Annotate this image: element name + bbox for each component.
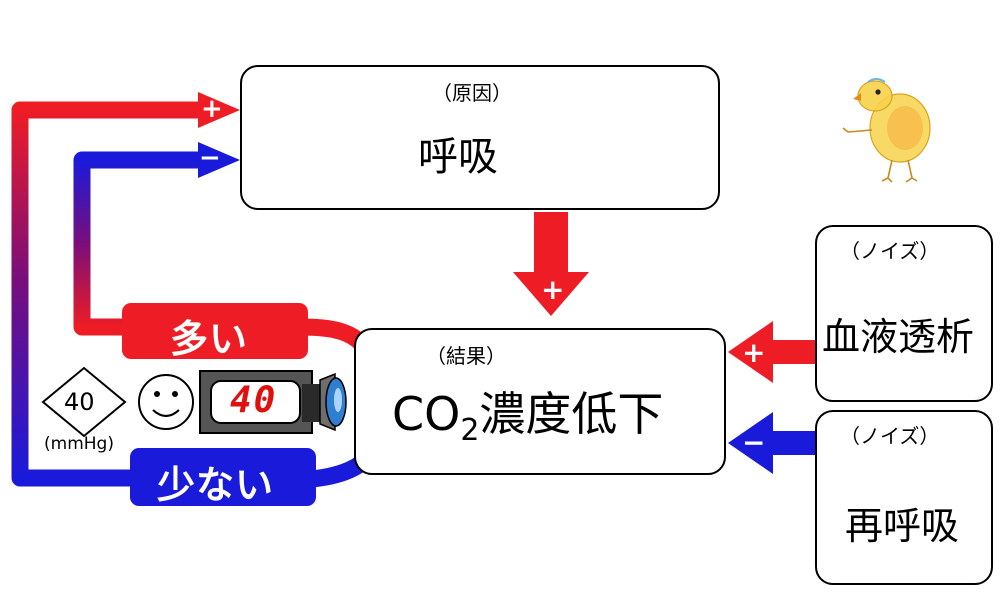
noise-box-rebreathing-tag: （ノイズ）	[840, 424, 940, 448]
result-title-co: CO	[392, 387, 461, 441]
cause-box-tag: （原因）	[432, 81, 512, 105]
diamond-indicator-shape	[41, 366, 127, 438]
feedback-sign-plus: +	[201, 94, 223, 124]
noise-box-rebreathing-title: 再呼吸	[845, 504, 960, 548]
feedback-arrowhead-plus	[198, 92, 240, 128]
noise-arrowhead-bottom	[728, 412, 773, 474]
noise-sign-top: +	[742, 336, 766, 369]
digital-meter-icon	[199, 370, 347, 434]
meter-display-value: 40	[230, 380, 278, 421]
result-box	[354, 328, 726, 475]
label-few: 少ない	[157, 463, 275, 507]
unit-label: (mmHg)	[44, 434, 114, 454]
noise-arrowhead-top	[728, 321, 773, 383]
noise-sign-bottom: −	[742, 426, 766, 459]
label-pill-blue-shape	[130, 448, 316, 506]
cause-box-title: 呼吸	[418, 134, 498, 180]
noise-box-rebreathing	[815, 410, 993, 585]
cause-box	[240, 65, 720, 210]
result-title-suffix: 濃度低下	[479, 387, 664, 441]
chick-icon	[842, 78, 931, 183]
cause-result-arrow-shaft	[534, 212, 568, 274]
cause-result-sign: +	[541, 273, 565, 306]
label-many: 多い	[170, 317, 249, 361]
noise-box-dialysis-title: 血液透析	[822, 315, 975, 359]
diamond-value: 40	[64, 388, 95, 416]
label-pill-red-shape	[122, 303, 308, 359]
feedback-loop-outer	[11, 101, 205, 487]
noise-box-dialysis	[815, 225, 993, 402]
result-title-subscript: 2	[460, 413, 480, 449]
feedback-sign-minus: −	[199, 143, 221, 173]
result-box-title: CO2濃度低下	[392, 378, 663, 448]
feedback-loop-inner	[73, 151, 205, 336]
noise-box-dialysis-tag: （ノイズ）	[840, 239, 940, 263]
feedback-arrowhead-minus	[198, 142, 240, 178]
noise-arrow-shaft-bottom	[770, 431, 815, 455]
result-box-tag: （結果）	[426, 344, 506, 368]
noise-arrow-shaft-top	[770, 340, 815, 364]
smiley-icon	[138, 374, 194, 430]
cause-result-arrowhead	[513, 272, 589, 316]
